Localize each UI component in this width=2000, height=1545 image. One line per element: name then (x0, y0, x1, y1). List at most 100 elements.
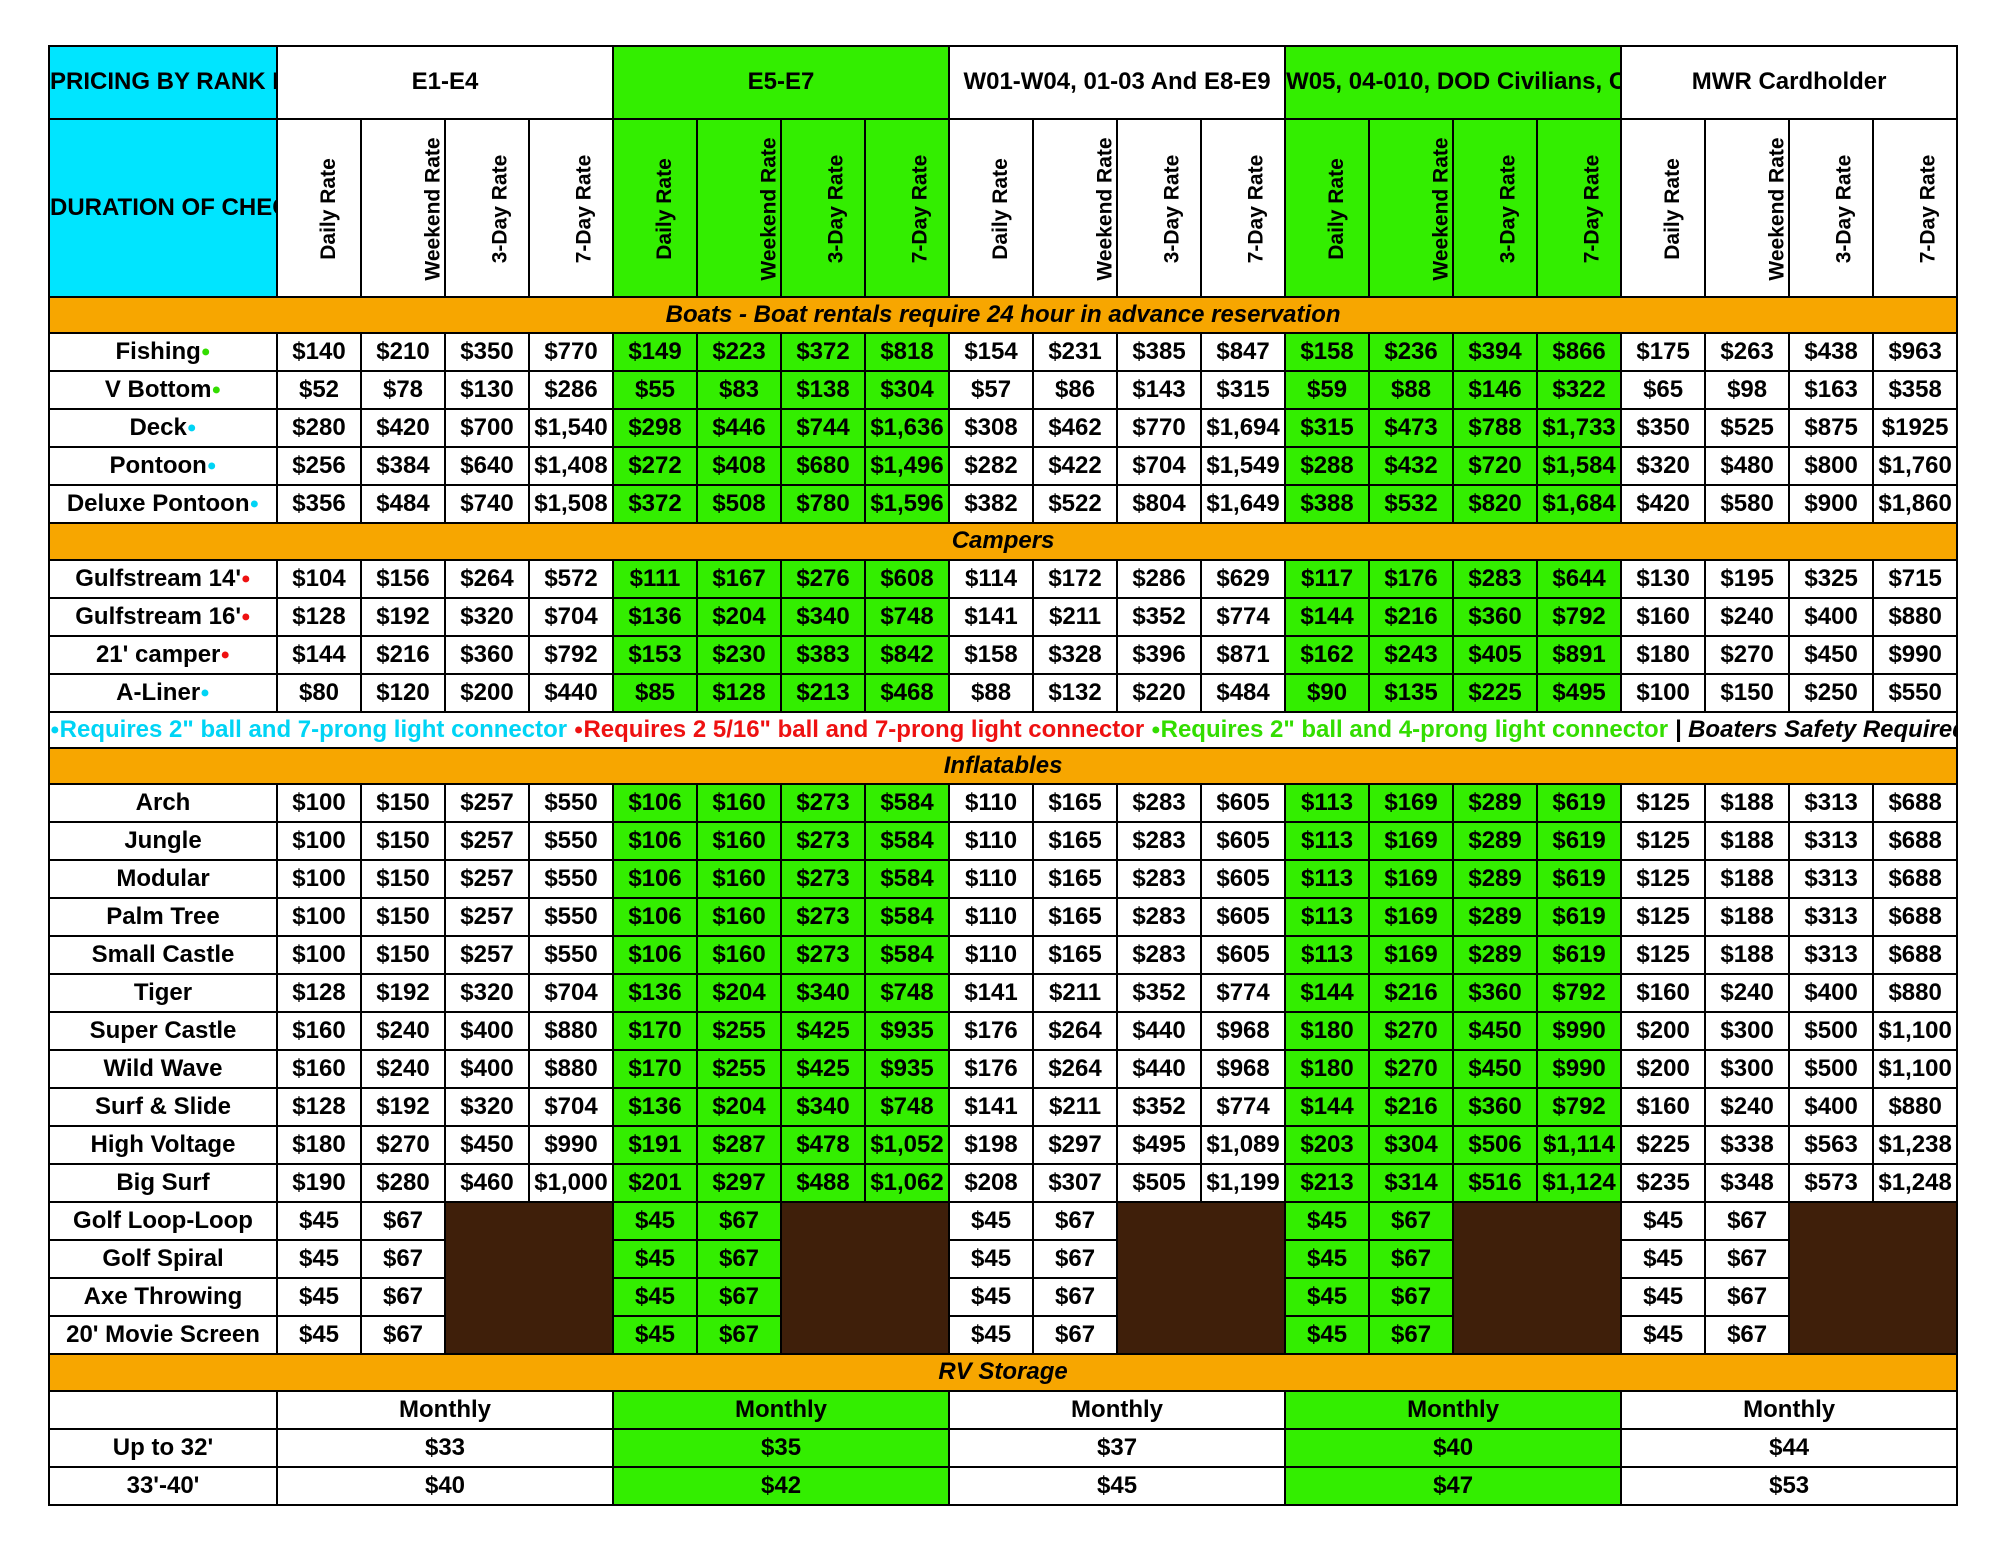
price-cell: $460 (444, 1163, 530, 1204)
price-cell: $45 (276, 1239, 362, 1280)
price-cell: $283 (1116, 935, 1203, 976)
item-name-label: Super Castle (89, 1017, 237, 1045)
price-cell: $100 (276, 859, 362, 900)
price-cell: $532 (1368, 484, 1455, 525)
price-cell: $143 (1116, 370, 1203, 411)
price-cell: $629 (1200, 558, 1287, 599)
price-cell: $297 (1032, 1125, 1119, 1166)
item-name: High Voltage (48, 1125, 278, 1166)
price-cell: $313 (1788, 935, 1875, 976)
price-cell: $550 (527, 821, 615, 862)
price-cell: $315 (1200, 370, 1287, 411)
price-cell: $45 (948, 1465, 1287, 1507)
rate-header-label: 7-Day Rate (1580, 154, 1604, 264)
price-cell: $255 (696, 1011, 783, 1052)
rate-header-label: Daily Rate (1324, 157, 1348, 260)
cyan-dot-icon: ● (206, 457, 217, 475)
price-cell: $505 (1116, 1163, 1203, 1204)
rate-header: 3-Day Rate (1116, 117, 1203, 298)
item-name-label: Axe Throwing (83, 1283, 243, 1311)
price-cell: $169 (1368, 935, 1455, 976)
price-cell: $65 (1620, 370, 1707, 411)
table-row: Axe Throwing$45$67$45$67$45$67$45$67$45$… (48, 1277, 1957, 1318)
price-cell: $180 (1284, 1011, 1371, 1052)
price-cell: $680 (780, 446, 867, 487)
price-cell: $350 (1620, 408, 1707, 449)
price-cell: $550 (527, 897, 615, 938)
price-cell: $400 (444, 1049, 530, 1090)
item-name-label: Jungle (124, 827, 202, 855)
table-row: Super Castle$160$240$400$880$170$255$425… (48, 1011, 1959, 1052)
price-cell: $283 (1452, 558, 1539, 599)
price-cell: $188 (1704, 935, 1791, 976)
price-cell: $243 (1368, 634, 1455, 675)
price-cell: $605 (1200, 935, 1287, 976)
price-cell: $340 (780, 596, 867, 637)
price-cell: $704 (527, 596, 615, 637)
price-cell: $704 (1116, 446, 1203, 487)
legend-row: ●Requires 2" ball and 7-prong light conn… (47, 710, 1959, 749)
price-cell: $57 (948, 370, 1035, 411)
price-cell: $774 (1200, 973, 1287, 1014)
price-cell: $198 (948, 1125, 1035, 1166)
price-cell: $146 (1452, 370, 1539, 411)
green-dot-icon: ● (200, 343, 211, 361)
price-cell: $990 (1536, 1049, 1623, 1090)
item-name-label: Big Surf (116, 1169, 210, 1197)
price-cell: $283 (1116, 783, 1203, 824)
price-cell: $210 (360, 332, 446, 373)
price-cell: $67 (1704, 1201, 1791, 1242)
rate-header: 7-Day Rate (1872, 117, 1959, 298)
red-dot-icon: ● (241, 608, 251, 626)
price-cell: $400 (1788, 1087, 1875, 1128)
item-name: Gulfstream 14'● (48, 558, 278, 599)
price-cell: $80 (276, 672, 362, 713)
price-cell: $315 (1284, 408, 1371, 449)
price-cell: $67 (1704, 1315, 1791, 1356)
price-cell: $188 (1704, 821, 1791, 862)
price-cell: $167 (696, 558, 783, 599)
price-cell: $289 (1452, 897, 1539, 938)
item-name: Golf Loop-Loop (48, 1201, 278, 1242)
legend-cyan-text: Requires 2" ball and 7-prong light conne… (59, 715, 568, 743)
price-cell: $165 (1032, 935, 1119, 976)
cyan-dot-icon: ● (50, 721, 60, 739)
price-cell: $608 (864, 558, 951, 599)
price-cell: $100 (276, 897, 362, 938)
price-cell: $136 (612, 1087, 699, 1128)
price-cell: $130 (444, 370, 530, 411)
rate-header-label: Weekend Rate (1429, 137, 1453, 281)
price-cell: $990 (1536, 1011, 1623, 1052)
price-cell: $67 (696, 1277, 783, 1318)
price-cell: $110 (948, 935, 1035, 976)
price-cell: $67 (1704, 1277, 1791, 1318)
price-cell: $204 (696, 596, 783, 637)
price-cell: $110 (948, 783, 1035, 824)
item-name: Wild Wave (48, 1049, 278, 1090)
price-cell: $1,549 (1200, 446, 1287, 487)
price-cell: $704 (527, 973, 615, 1014)
item-name: Surf & Slide (48, 1087, 278, 1128)
price-cell: $45 (612, 1315, 699, 1356)
table-row: Deck●$280$420$700$1,540$298$446$744$1,63… (48, 408, 1959, 449)
price-cell: $394 (1452, 332, 1539, 373)
rate-header: Daily Rate (612, 117, 699, 298)
price-cell: $180 (1284, 1049, 1371, 1090)
price-cell: $313 (1788, 897, 1875, 938)
price-cell: $328 (1032, 634, 1119, 675)
legend: ●Requires 2" ball and 7-prong light conn… (47, 710, 1959, 749)
rate-header-label: 3-Day Rate (1160, 154, 1184, 264)
section-header: Boats - Boat rentals require 24 hour in … (47, 295, 1959, 335)
price-cell: $352 (1116, 596, 1203, 637)
price-cell: $150 (360, 859, 446, 900)
price-cell: $45 (276, 1277, 362, 1318)
price-cell: $400 (444, 1011, 530, 1052)
price-cell: $45 (612, 1277, 699, 1318)
price-cell: $804 (1116, 484, 1203, 525)
price-cell: $162 (1284, 634, 1371, 675)
price-cell: $67 (1368, 1277, 1455, 1318)
price-cell: $208 (948, 1163, 1035, 1204)
price-cell: $300 (1704, 1011, 1791, 1052)
item-name: Deluxe Pontoon● (48, 484, 278, 525)
price-cell: $700 (444, 408, 530, 449)
